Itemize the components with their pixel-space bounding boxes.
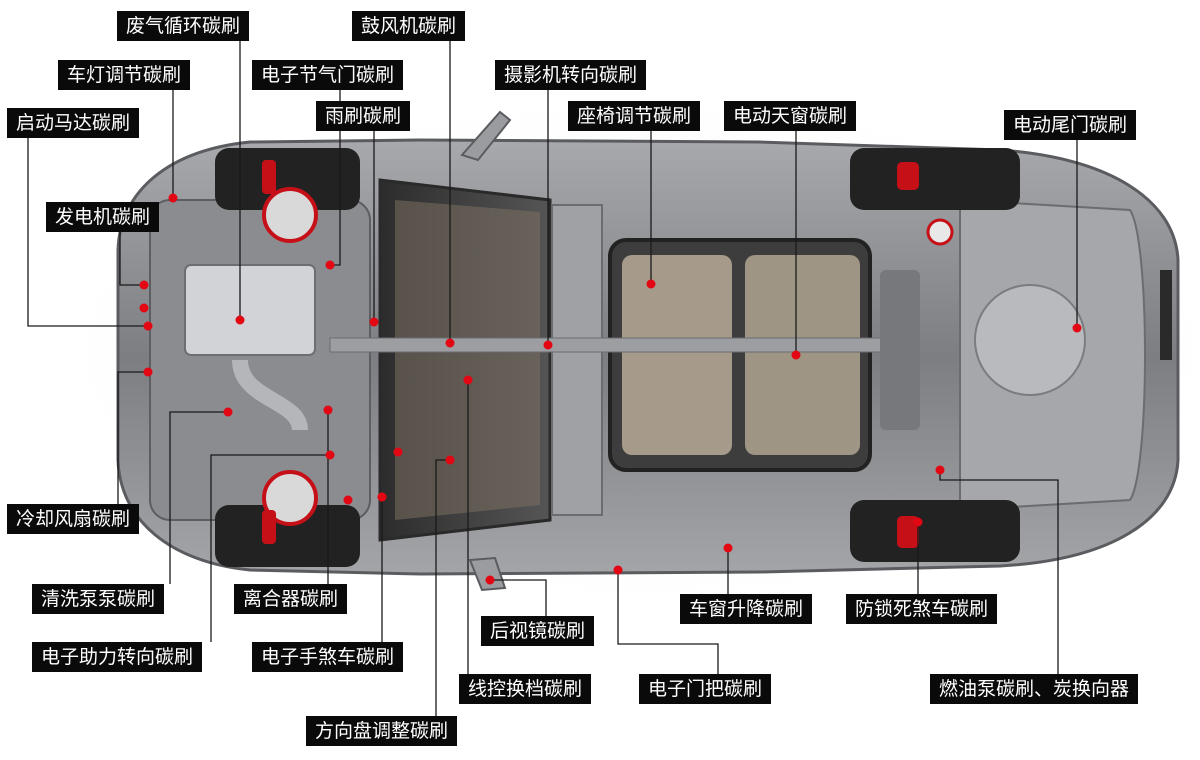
wheel-rear-right	[850, 500, 1020, 562]
marker-seat	[646, 279, 656, 289]
marker-extra-2	[343, 495, 353, 505]
leader-handle	[617, 570, 719, 674]
caliper-rr	[897, 516, 919, 548]
brake-disc-fl	[262, 187, 318, 243]
leader-mirror	[490, 579, 547, 616]
marker-fan	[143, 367, 153, 377]
label-wiper: 雨刷碳刷	[316, 101, 411, 131]
marker-camera	[543, 340, 553, 350]
label-shift: 线控换档碳刷	[459, 674, 592, 704]
label-steering: 方向盘调整碳刷	[306, 716, 458, 746]
label-fuelpump: 燃油泵碳刷、炭换向器	[930, 674, 1139, 704]
marker-clutch	[323, 405, 333, 415]
leader-eps	[210, 454, 330, 642]
leader-alternator	[119, 232, 144, 286]
tail-light	[1160, 270, 1172, 360]
marker-blower	[445, 338, 455, 348]
mirror-right	[468, 556, 507, 592]
label-mirror: 后视镜碳刷	[481, 616, 595, 646]
engine-bay	[149, 199, 371, 521]
label-window: 车窗升降碳刷	[680, 594, 813, 624]
label-eps: 电子助力转向碳刷	[32, 642, 203, 672]
brake-disc-fr	[262, 470, 318, 526]
marker-headlamp	[168, 193, 178, 203]
wheel-front-right	[215, 505, 360, 567]
leader-lines	[27, 41, 1078, 716]
marker-eps	[325, 450, 335, 460]
marker-wiper	[369, 317, 379, 327]
marker-sunroof	[791, 350, 801, 360]
brush-markers	[139, 193, 1082, 585]
leader-steering	[435, 459, 450, 716]
marker-egr	[235, 315, 245, 325]
marker-tailgate	[1072, 323, 1082, 333]
label-throttle: 电子节气门碳刷	[252, 60, 404, 90]
marker-window	[723, 543, 733, 553]
marker-steering	[445, 455, 455, 465]
caliper-fr	[262, 510, 276, 544]
seat-area	[622, 255, 732, 455]
wheel-front-left	[215, 148, 360, 210]
marker-starter	[143, 321, 153, 331]
leader-fuelpump	[939, 470, 1059, 674]
rear-seat-area	[745, 255, 860, 455]
caliper-fl	[262, 160, 276, 194]
marker-handle	[613, 565, 623, 575]
label-tailgate: 电动尾门碳刷	[1004, 110, 1137, 140]
marker-extra-0	[139, 303, 149, 313]
b-pillar	[551, 204, 603, 516]
spare-wheel-well	[974, 284, 1086, 396]
marker-washer	[223, 407, 233, 417]
label-alternator: 发电机碳刷	[46, 202, 160, 232]
mirror-left	[460, 110, 512, 162]
marker-alternator	[139, 280, 149, 290]
marker-shift	[463, 375, 473, 385]
label-seat: 座椅调节碳刷	[568, 101, 701, 131]
marker-abs	[913, 517, 923, 527]
label-handle: 电子门把碳刷	[639, 674, 772, 704]
caliper-rl	[897, 162, 919, 190]
wheel-rear-left	[850, 148, 1020, 210]
driveshaft	[329, 337, 891, 353]
label-starter: 启动马达碳刷	[7, 108, 140, 138]
label-washer: 清洗泵泵碳刷	[32, 584, 165, 614]
leader-washer	[169, 411, 228, 584]
marker-mirror	[485, 575, 495, 585]
label-camera: 摄影机转向碳刷	[495, 60, 647, 90]
label-clutch: 离合器碳刷	[234, 584, 348, 614]
label-fan: 冷却风扇碳刷	[7, 504, 140, 534]
rear-axle	[880, 270, 920, 430]
label-blower: 鼓风机碳刷	[352, 11, 466, 41]
rear-hub-l	[926, 218, 954, 246]
label-epb: 电子手煞车碳刷	[252, 642, 404, 672]
leader-starter	[27, 138, 148, 327]
label-egr: 废气循环碳刷	[117, 11, 250, 41]
engine-block	[184, 264, 316, 356]
intake-pipe	[232, 359, 308, 432]
leader-fan	[117, 371, 148, 504]
marker-extra-3	[377, 492, 387, 502]
front-interior	[395, 200, 540, 520]
marker-throttle	[325, 260, 335, 270]
label-sunroof: 电动天窗碳刷	[724, 101, 857, 131]
label-abs: 防锁死煞车碳刷	[846, 594, 998, 624]
label-headlamp: 车灯调节碳刷	[58, 60, 191, 90]
marker-extra-1	[393, 447, 403, 457]
marker-fuelpump	[935, 465, 945, 475]
